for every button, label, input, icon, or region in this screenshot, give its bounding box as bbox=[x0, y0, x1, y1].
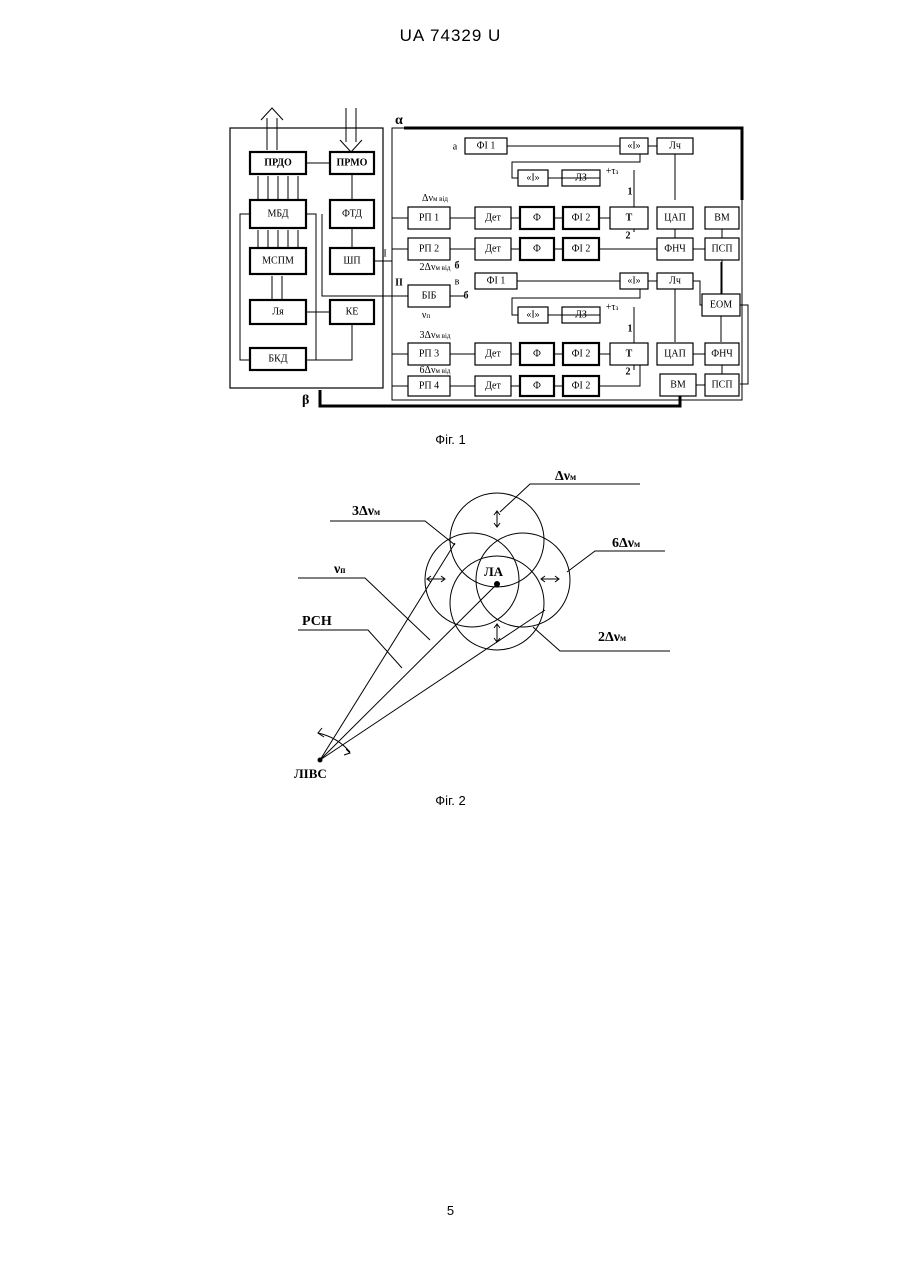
label-dnu-m: Δνм bbox=[555, 469, 576, 484]
label-rsn: РСН bbox=[302, 614, 332, 629]
circle-right bbox=[476, 533, 570, 627]
rays bbox=[320, 543, 545, 760]
figure-2-caption: Фіг. 2 bbox=[0, 793, 901, 808]
label-la: ЛА bbox=[484, 564, 504, 579]
label-2dnu-m: 2Δνм bbox=[598, 630, 626, 645]
label-3dnu-m: 3Δνм bbox=[352, 504, 380, 519]
page-number: 5 bbox=[0, 1203, 901, 1218]
livs-point bbox=[318, 758, 323, 763]
label-6dnu-m: 6Δνм bbox=[612, 536, 640, 551]
label-nu-p: νп bbox=[333, 562, 345, 577]
label-livs: ЛІВС bbox=[294, 766, 327, 781]
